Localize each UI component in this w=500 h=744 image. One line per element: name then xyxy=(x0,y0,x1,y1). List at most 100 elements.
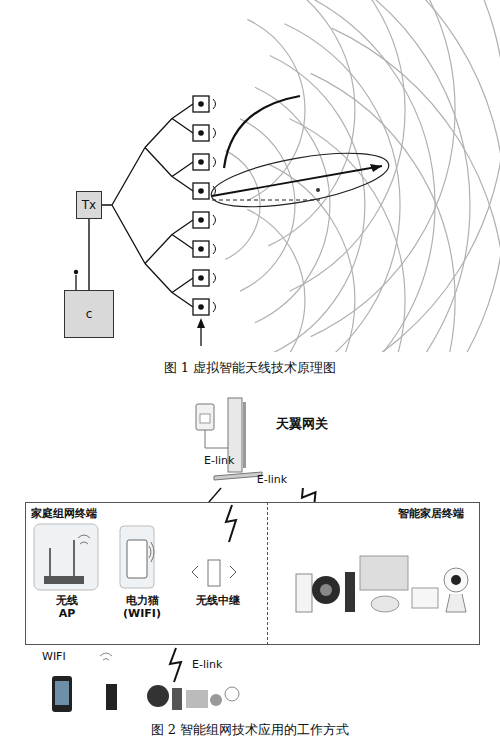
element-dot xyxy=(198,217,204,223)
antenna-element xyxy=(193,241,209,257)
feed-network xyxy=(102,104,193,307)
arrow-head xyxy=(197,318,205,328)
reference-line xyxy=(212,199,320,200)
device-icon xyxy=(147,685,169,707)
element-dot xyxy=(198,246,204,252)
figure-caption: 图 1 虚拟智能天线技术原理图 xyxy=(0,360,500,376)
device-icon xyxy=(210,694,222,706)
wave-arc xyxy=(240,119,295,291)
smart-device xyxy=(360,556,408,590)
antenna-dots xyxy=(198,101,204,310)
wireless-link xyxy=(226,505,236,542)
smart-device xyxy=(296,574,312,612)
antenna-array xyxy=(193,96,209,315)
element-dot xyxy=(198,101,204,107)
device-icon xyxy=(225,687,239,701)
device-node: 无线 AP xyxy=(30,520,105,620)
wave-arc xyxy=(290,0,406,291)
wave-arc xyxy=(311,0,455,337)
ap-body xyxy=(44,576,84,584)
device-label: 无线 AP xyxy=(52,594,82,620)
control-dot xyxy=(74,270,78,274)
camera-lens xyxy=(451,575,461,585)
device-icon xyxy=(106,684,117,710)
smart-device xyxy=(412,588,438,608)
wifi-symbol xyxy=(78,535,90,544)
controller-box: c xyxy=(64,290,114,338)
phone-screen xyxy=(55,681,69,705)
gateway-edge xyxy=(243,402,246,468)
smart-camera xyxy=(444,568,468,592)
wireless-connector xyxy=(302,488,316,502)
transmitter-box: Tx xyxy=(76,191,102,219)
wave-arc xyxy=(268,0,355,246)
device-label: 无线中继 xyxy=(185,594,250,607)
connector-line xyxy=(88,219,89,290)
connector-label: E-link xyxy=(257,473,287,486)
smart-device xyxy=(320,584,332,596)
beam-arrow xyxy=(212,166,382,196)
element-dot xyxy=(198,304,204,310)
device-icon xyxy=(186,690,208,708)
device-icon xyxy=(172,688,182,710)
smart-device xyxy=(371,596,399,612)
wave-arc xyxy=(255,87,330,323)
gateway-label: 天翼网关 xyxy=(276,416,328,431)
smart-home-band: 智能家居终端 xyxy=(268,502,480,645)
control-stub xyxy=(75,275,76,290)
element-dot xyxy=(198,130,204,136)
element-dot xyxy=(198,275,204,281)
angle-mark xyxy=(316,188,320,192)
antenna-element xyxy=(193,154,209,170)
phone-icon xyxy=(52,676,72,712)
wavefront-arc xyxy=(224,96,300,168)
gateway-base xyxy=(214,472,262,480)
box-label: Tx xyxy=(82,198,96,212)
band-heading: 智能家居终端 xyxy=(398,507,464,520)
repeater-arrows xyxy=(192,566,236,578)
antenna-element xyxy=(193,270,209,286)
wave-arc xyxy=(332,28,500,352)
adapter-socket xyxy=(200,414,210,423)
camera-stand xyxy=(446,594,466,612)
wave-arc xyxy=(299,0,435,352)
plug-adapter xyxy=(196,404,214,430)
arrow-head xyxy=(370,164,382,172)
wave-arc xyxy=(285,24,401,352)
link-label: E-link xyxy=(204,454,234,467)
radiation-marks xyxy=(213,99,216,312)
box-label: c xyxy=(86,307,93,321)
smart-device xyxy=(312,576,340,604)
antenna-element xyxy=(193,96,209,112)
ap-icon-bg xyxy=(34,524,98,590)
beam-lobe xyxy=(208,143,393,218)
plc-icon-bg xyxy=(120,526,154,588)
antenna-element xyxy=(193,183,209,199)
antenna-element xyxy=(193,212,209,228)
wave-fronts xyxy=(225,0,500,352)
link-label: E-link xyxy=(192,658,222,671)
device-node: 电力猫 (WIFI) xyxy=(112,520,172,620)
wifi-symbol xyxy=(100,653,112,660)
band-heading: 家庭组网终端 xyxy=(31,507,97,520)
antenna-element xyxy=(193,299,209,315)
element-dot xyxy=(198,159,204,165)
wave-arc xyxy=(247,19,305,200)
home-network-band: 家庭组网终端无线 AP 电力猫 (WIFI) 无线中继 xyxy=(25,502,268,645)
plc-body xyxy=(127,540,147,578)
connector-line xyxy=(209,488,221,502)
ap-antenna xyxy=(50,540,74,578)
wave-arc xyxy=(332,0,500,352)
figure-caption: 图 2 智能组网技术应用的工作方式 xyxy=(0,722,500,738)
wireless-link xyxy=(170,648,181,682)
device-label: 电力猫 (WIFI) xyxy=(116,594,168,620)
link-label: WIFI xyxy=(42,650,66,663)
antenna-element xyxy=(193,125,209,141)
repeater-body xyxy=(208,560,220,586)
wifi-symbol xyxy=(149,542,154,562)
wave-arc xyxy=(311,73,455,352)
adapter-cable xyxy=(205,430,228,448)
wave-arc xyxy=(247,209,305,352)
element-dot xyxy=(198,188,204,194)
